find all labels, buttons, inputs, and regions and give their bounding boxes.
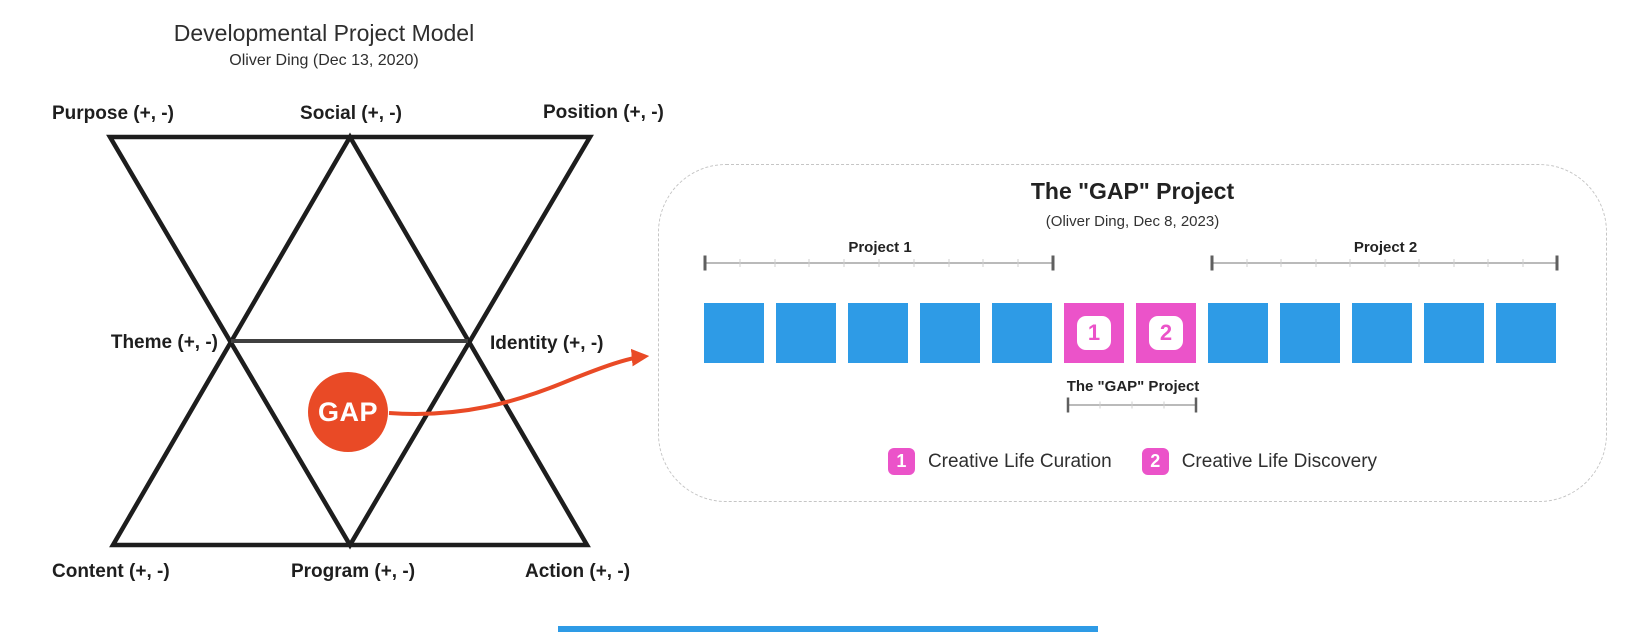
vertex-label-position: Position (+, -) <box>543 102 664 123</box>
left-diagram-title: Developmental Project Model <box>173 20 475 46</box>
project-week-square <box>1424 303 1484 363</box>
vertex-label-identity: Identity (+, -) <box>490 333 604 354</box>
gap-bracket-label: The "GAP" Project <box>1066 378 1200 395</box>
legend-label: Creative Life Curation <box>927 450 1112 472</box>
vertex-label-program: Program (+, -) <box>290 561 416 582</box>
legend-item: 1 Creative Life Curation <box>887 448 1112 475</box>
square-number-badge: 2 <box>1149 316 1183 350</box>
project-week-square <box>704 303 764 363</box>
bottom-cropped-bar <box>558 626 1098 632</box>
project2-label: Project 2 <box>1353 239 1418 256</box>
project-week-square <box>1352 303 1412 363</box>
gap-arrow <box>388 348 650 416</box>
vertex-label-content: Content (+, -) <box>52 561 170 582</box>
vertex-label-purpose: Purpose (+, -) <box>52 103 174 124</box>
project-week-square <box>848 303 908 363</box>
legend-number-badge: 1 <box>887 448 915 475</box>
gap-week-square: 1 <box>1064 303 1124 363</box>
project-week-square <box>920 303 980 363</box>
project-week-square <box>992 303 1052 363</box>
project-week-square <box>1208 303 1268 363</box>
project-week-square <box>1280 303 1340 363</box>
legend-label: Creative Life Discovery <box>1181 450 1378 472</box>
vertex-label-action: Action (+, -) <box>525 561 631 582</box>
project-week-square <box>1496 303 1556 363</box>
gap-week-square: 2 <box>1136 303 1196 363</box>
gap-circle-label: GAP <box>317 396 378 427</box>
square-number-badge: 1 <box>1077 316 1111 350</box>
legend-item: 2 Creative Life Discovery <box>1141 448 1378 475</box>
project1-label: Project 1 <box>848 239 912 256</box>
legend-number-badge: 2 <box>1141 448 1169 475</box>
vertex-label-theme: Theme (+, -) <box>110 332 218 353</box>
gap-project-panel: The "GAP" Project (Oliver Ding, Dec 8, 2… <box>658 164 1607 502</box>
left-diagram-subtitle: Oliver Ding (Dec 13, 2020) <box>229 52 419 69</box>
panel-subtitle: (Oliver Ding, Dec 8, 2023) <box>1045 213 1220 230</box>
project-week-square <box>776 303 836 363</box>
panel-title: The "GAP" Project <box>1030 178 1235 204</box>
vertex-label-social: Social (+, -) <box>300 103 402 124</box>
gap-circle: GAP <box>308 372 388 452</box>
legend-row: 1 Creative Life Curation 2 Creative Life Di… <box>659 448 1606 475</box>
